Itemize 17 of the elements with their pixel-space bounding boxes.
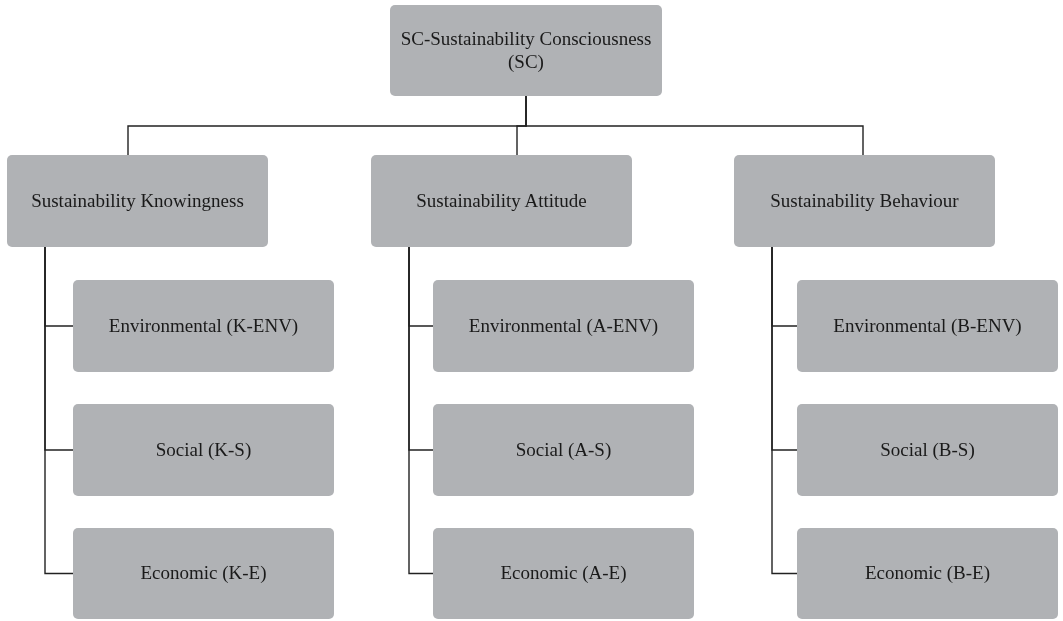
connector-line <box>771 246 798 575</box>
category-box: Economic (B-E) <box>797 528 1058 619</box>
category-box: Environmental (B-ENV) <box>797 280 1058 372</box>
connector-line <box>408 246 434 575</box>
category-box: Environmental (A-ENV) <box>433 280 694 372</box>
category-box: Economic (A-E) <box>433 528 694 619</box>
category-box: Environmental (K-ENV) <box>73 280 334 372</box>
category-box: Sustainability Knowingness <box>7 155 268 247</box>
category-box: Social (K-S) <box>73 404 334 496</box>
category-box: SC-Sustainability Consciousness (SC) <box>390 5 662 96</box>
category-box: Social (A-S) <box>433 404 694 496</box>
connector-line <box>44 246 74 575</box>
category-box: Social (B-S) <box>797 404 1058 496</box>
category-box: Sustainability Attitude <box>371 155 632 247</box>
category-box: Economic (K-E) <box>73 528 334 619</box>
category-box: Sustainability Behaviour <box>734 155 995 247</box>
connector-line <box>525 95 864 156</box>
